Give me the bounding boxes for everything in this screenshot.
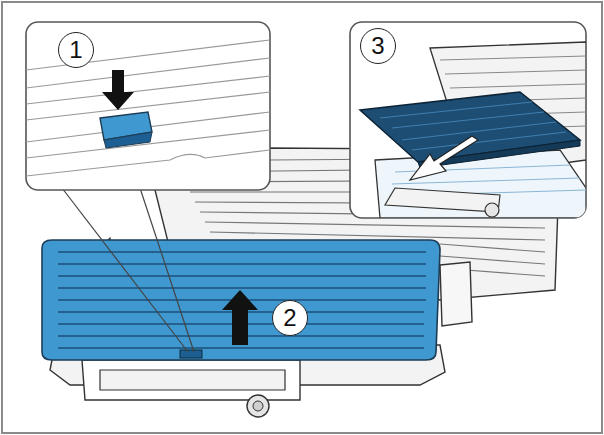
callout-number: 3	[360, 28, 396, 64]
lower-plate	[42, 240, 440, 360]
callout-number: 2	[272, 300, 308, 336]
detail-inset	[26, 22, 270, 190]
leader-line	[62, 188, 194, 352]
lift-arrow	[222, 290, 258, 345]
callout-number: 1	[58, 32, 94, 68]
detail-inset	[350, 22, 586, 218]
